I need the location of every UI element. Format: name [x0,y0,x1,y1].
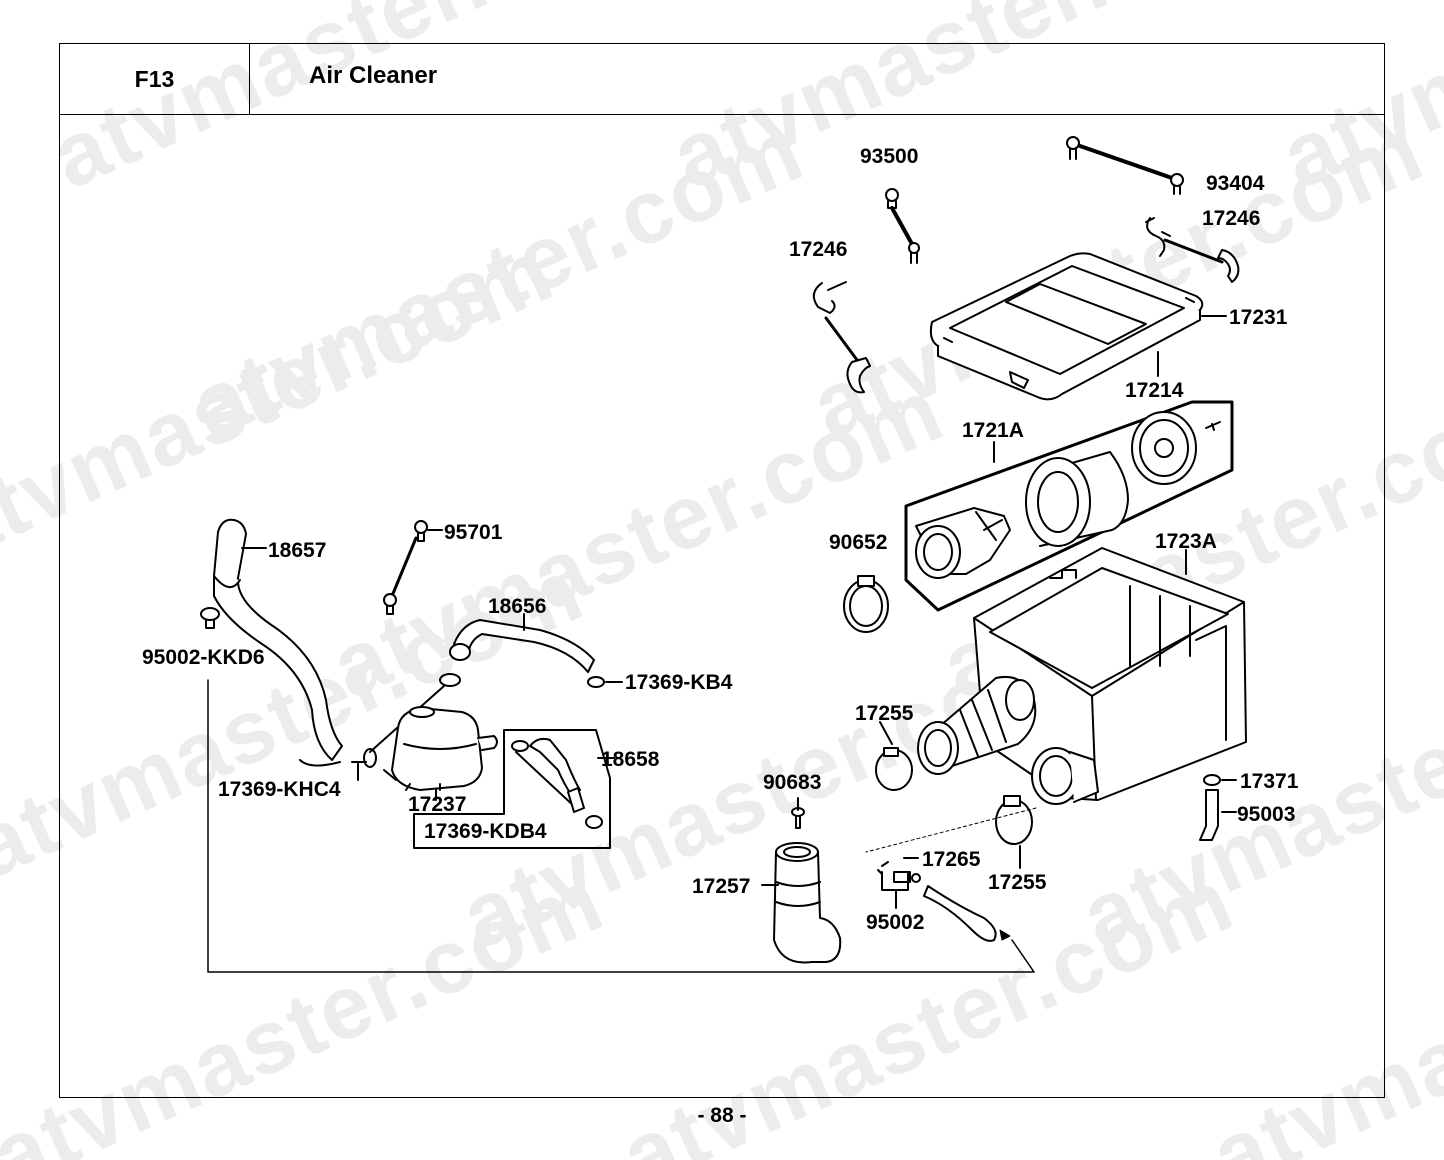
clamp-17369-KHC4 [363,748,377,768]
header-divider [59,114,1385,115]
clamp-17255-upper [875,747,913,791]
callout-95002: 95002 [866,911,924,934]
bolt-95701 [383,520,428,615]
callout-17369-KHC4: 17369-KHC4 [218,778,341,801]
page-number: - 88 - [697,1104,747,1127]
clip-17246-left [812,281,871,394]
callout-17214: 17214 [1125,379,1184,402]
clamp-hose-end [439,673,461,687]
clamp-90652 [843,575,889,633]
page-title: Air Cleaner [309,62,438,89]
air-box-1723A [973,547,1247,801]
screw-90683 [791,797,805,829]
callout-1723A: 1723A [1155,530,1217,553]
breather-hose-18656 [449,619,595,673]
callout-18657: 18657 [268,539,326,562]
callout-17237: 17237 [408,793,466,816]
section-code: F13 [134,65,175,92]
clip-17369-KB4 [587,676,605,688]
callout-93500: 93500 [860,145,918,168]
callout-18658: 18658 [601,748,660,771]
callout-95003: 95003 [1237,803,1295,826]
callout-90652: 90652 [829,531,887,554]
callout-17231: 17231 [1229,306,1288,329]
callout-17246-left: 17246 [789,238,847,261]
intake-boot [917,676,1037,775]
clamp-17255-lower [995,795,1033,845]
callout-17255-lower: 17255 [988,871,1047,894]
drain-hose-17257 [773,842,842,964]
callout-95701: 95701 [444,521,503,544]
cover-17231 [929,252,1204,401]
callout-17371: 17371 [1240,770,1299,793]
drain-tube-95003 [1199,789,1219,841]
callout-1721A: 1721A [962,419,1024,442]
clip-17246-right [1145,217,1240,283]
breather-hose-18657 [213,518,343,767]
diagram-frame [59,43,1385,1098]
filter-element-group-1721A [904,400,1234,612]
callout-17246-right: 17246 [1202,207,1260,230]
callout-18656: 18656 [488,595,546,618]
drain-plug-17371 [1203,774,1221,786]
breather-hose-18658-group [413,729,611,849]
breather-box-17237 [383,706,498,791]
outlet-flange [1031,747,1099,805]
hose-fitting-17265 [877,861,997,942]
callout-17257: 17257 [692,875,750,898]
screw-93404 [1066,136,1184,195]
callout-17255-upper: 17255 [855,702,914,725]
callout-93404: 93404 [1206,172,1265,195]
callout-17265: 17265 [922,848,981,871]
clamp-95002-KKD6 [200,607,220,629]
screw-93500 [885,188,920,264]
callout-95002-KKD6: 95002-KKD6 [142,646,265,669]
callout-17369-KDB4: 17369-KDB4 [424,820,547,843]
header-column-divider [249,43,250,115]
callout-90683: 90683 [763,771,821,794]
callout-17369-KB4: 17369-KB4 [625,671,733,694]
